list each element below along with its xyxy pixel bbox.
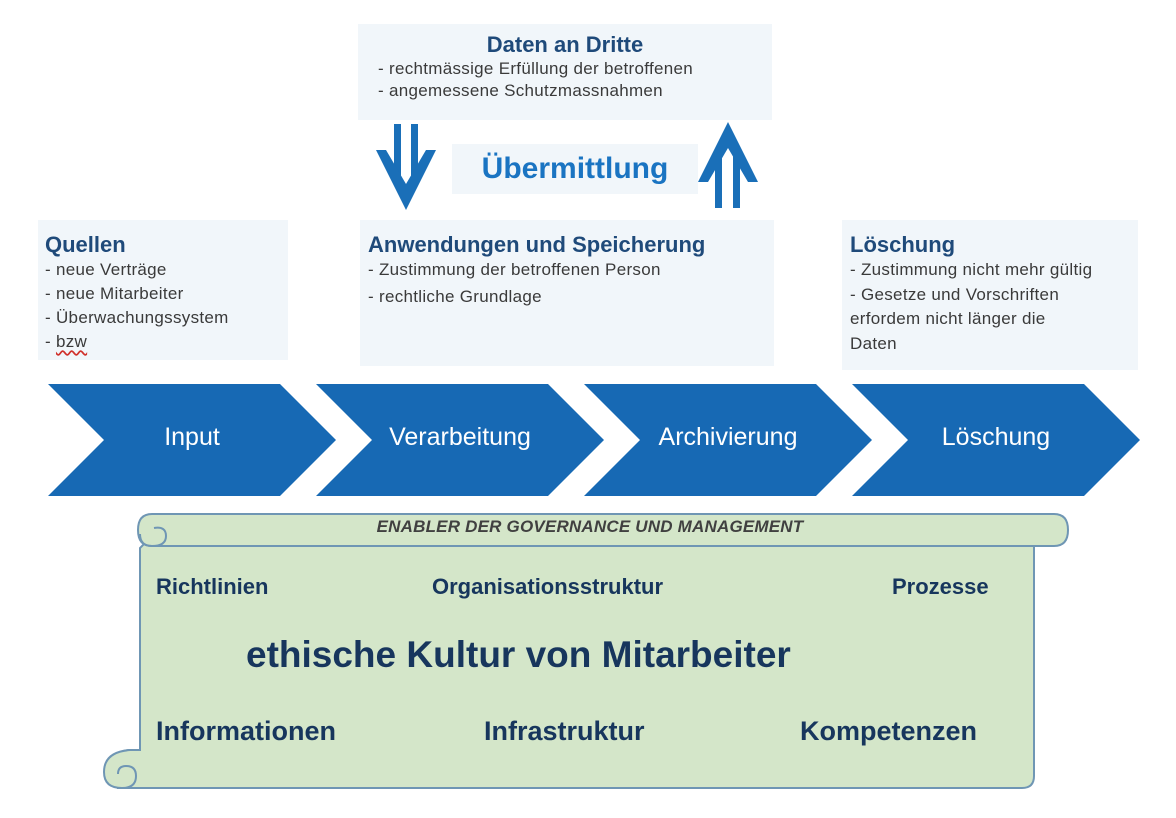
enabler-kultur: ethische Kultur von Mitarbeiter — [246, 634, 791, 675]
chevron-loeschung — [852, 384, 1140, 496]
quellen-line-4-bzw: bzw — [55, 332, 88, 351]
quellen-title: Quellen — [45, 232, 126, 257]
step-archivierung-label: Archivierung — [658, 423, 798, 451]
loeschung-line-4: Daten — [850, 333, 897, 353]
quellen-line-4: - bzw — [45, 330, 288, 354]
step-input-label: Input — [164, 423, 220, 451]
daten-line-2: - angemessene Schutzmassnahmen — [378, 81, 663, 100]
loeschung-box: Löschung - Zustimmung nicht mehr gültig … — [842, 220, 1138, 370]
up-arrow-icon — [698, 122, 758, 208]
enabler-organisationsstruktur: Organisationsstruktur — [432, 574, 664, 599]
enabler-prozesse: Prozesse — [892, 574, 989, 599]
chevron-input — [48, 384, 336, 496]
anwendungen-title: Anwendungen und Speicherung — [368, 232, 706, 257]
daten-an-dritte-box: Daten an Dritte - rechtmässige Erfüllung… — [358, 24, 772, 120]
anwendungen-line-2: - rechtliche Grundlage — [368, 287, 542, 306]
step-verarbeitung-label: Verarbeitung — [389, 423, 531, 451]
scroll-bottom-curl — [102, 749, 140, 790]
scroll-top-band — [136, 513, 1070, 547]
quellen-line-3: - Überwachungssystem — [45, 308, 229, 327]
quellen-line-4-dash: - — [45, 332, 56, 351]
enabler-informationen: Informationen — [156, 716, 336, 746]
loeschung-line-1: - Zustimmung nicht mehr gültig — [850, 260, 1093, 279]
quellen-box: Quellen - neue Verträge - neue Mitarbeit… — [38, 220, 288, 360]
loeschung-line-3: erfordem nicht länger die — [850, 309, 1046, 328]
enabler-kompetenzen: Kompetenzen — [800, 716, 978, 746]
uebermittlung-label: Übermittlung — [452, 144, 698, 194]
chevron-verarbeitung — [316, 384, 604, 496]
anwendungen-box: Anwendungen und Speicherung - Zustimmung… — [360, 220, 774, 366]
quellen-line-2: - neue Mitarbeiter — [45, 284, 184, 303]
scroll-top-curl — [139, 526, 168, 548]
chevron-archivierung — [584, 384, 872, 496]
enabler-title: ENABLER DER GOVERNANCE UND MANAGEMENT — [376, 517, 804, 536]
step-loeschung-label: Löschung — [941, 423, 1051, 451]
loeschung-title: Löschung — [850, 232, 956, 257]
quellen-line-1: - neue Verträge — [45, 260, 167, 279]
daten-an-dritte-title: Daten an Dritte — [486, 32, 644, 57]
daten-line-1: - rechtmässige Erfüllung der betroffenen — [378, 59, 694, 78]
down-arrow-icon — [376, 124, 436, 210]
enabler-infrastruktur: Infrastruktur — [484, 716, 645, 746]
anwendungen-line-1: - Zustimmung der betroffenen Person — [368, 260, 661, 279]
enabler-richtlinien: Richtlinien — [156, 574, 269, 599]
loeschung-line-2: - Gesetze und Vorschriften — [850, 284, 1060, 304]
